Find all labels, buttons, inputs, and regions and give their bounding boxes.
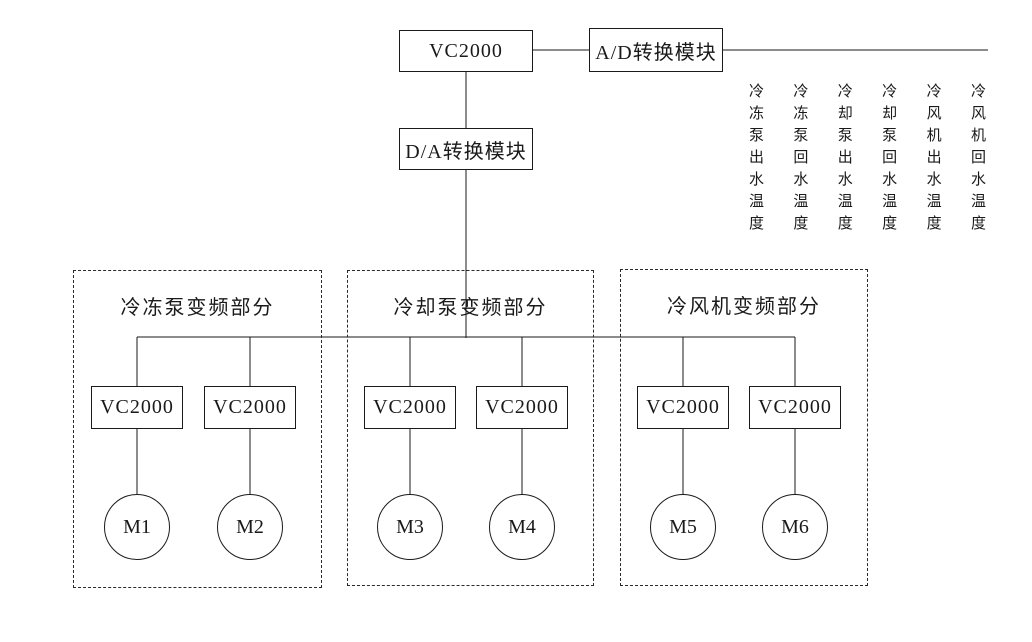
motor-circle-m6: M6 xyxy=(762,494,828,560)
section-title-cold-fan: 冷风机变频部分 xyxy=(667,296,821,318)
ad-converter-box: A/D转换模块 xyxy=(589,28,723,72)
section-cold-fan: 冷风机变频部分 xyxy=(620,269,868,586)
sensor-label-fan-outlet: 冷风机出水温度 xyxy=(924,83,941,237)
drive-box-6: VC2000 xyxy=(749,386,841,429)
section-cooling-pump: 冷却泵变频部分 xyxy=(347,270,594,586)
motor-circle-m1: M1 xyxy=(104,494,170,560)
sensor-label-cooling-return: 冷却泵回水温度 xyxy=(880,83,897,237)
sensor-label-chilled-outlet: 冷冻泵出水温度 xyxy=(747,83,763,237)
motor-circle-m5: M5 xyxy=(650,494,716,560)
drive-box-2: VC2000 xyxy=(204,386,296,429)
da-converter-box: D/A转换模块 xyxy=(399,128,533,170)
sensor-label-fan-return: 冷风机回水温度 xyxy=(968,83,985,237)
drive-box-1: VC2000 xyxy=(91,386,183,429)
drive-box-3: VC2000 xyxy=(364,386,456,429)
section-title-chilled-pump: 冷冻泵变频部分 xyxy=(120,297,275,319)
section-title-cooling-pump: 冷却泵变频部分 xyxy=(393,297,548,319)
sensor-label-group: 冷冻泵出水温度 冷冻泵回水温度 冷却泵出水温度 冷却泵回水温度 冷风机出水温度 … xyxy=(747,83,985,237)
plc-controller-box: VC2000 xyxy=(399,30,533,72)
sensor-label-cooling-outlet: 冷却泵出水温度 xyxy=(835,83,852,237)
motor-circle-m2: M2 xyxy=(217,494,283,560)
sensor-label-chilled-return: 冷冻泵回水温度 xyxy=(791,83,808,237)
drive-box-5: VC2000 xyxy=(637,386,729,429)
motor-circle-m3: M3 xyxy=(377,494,443,560)
drive-box-4: VC2000 xyxy=(476,386,568,429)
motor-circle-m4: M4 xyxy=(489,494,555,560)
section-chilled-pump: 冷冻泵变频部分 xyxy=(73,270,322,588)
